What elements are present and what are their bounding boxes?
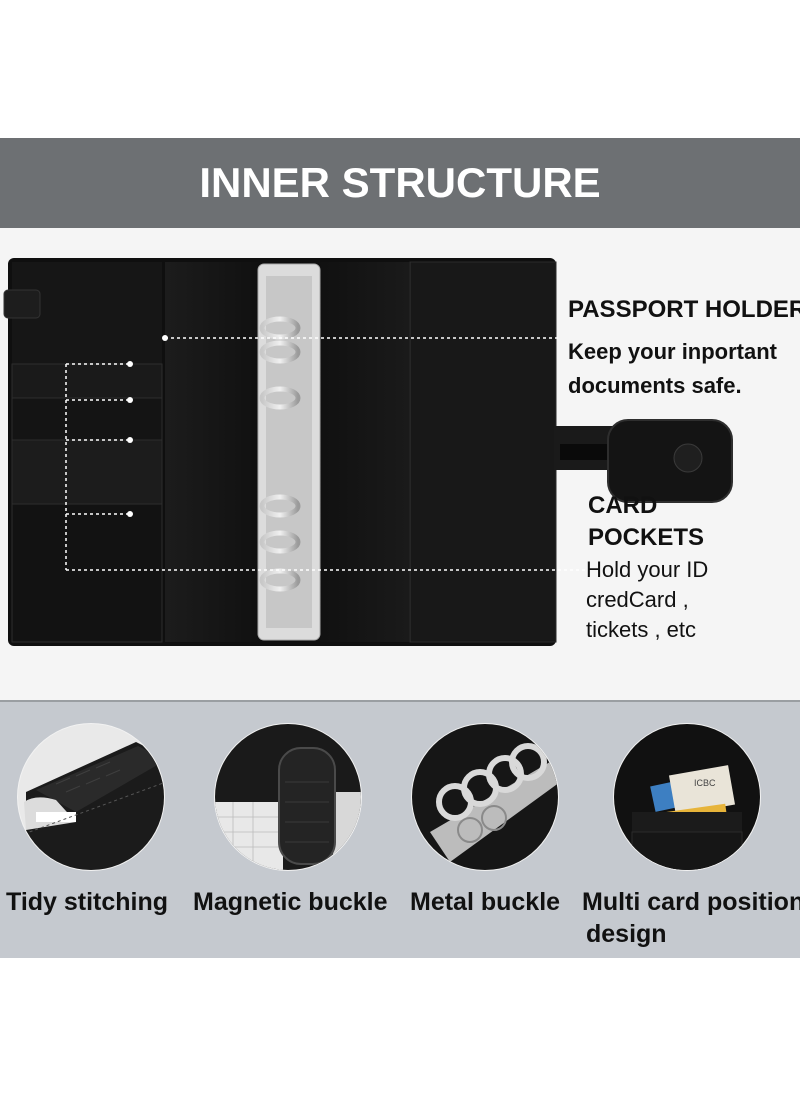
stitching-closeup-image — [17, 723, 165, 871]
feature-label-multi-card-line2: design — [586, 920, 667, 948]
feature-label-multi-card-line1: Multi card position — [582, 888, 800, 916]
feature-label-stitching: Tidy stitching — [6, 888, 169, 916]
metal-rings-closeup-image — [411, 723, 559, 871]
card-pockets-title-line2: POCKETS — [588, 524, 705, 551]
header-banner: INNER STRUCTURE — [0, 138, 800, 228]
page-title: INNER STRUCTURE — [199, 159, 601, 206]
passport-holder-title: PASSPORT HOLDER — [568, 296, 800, 323]
feature-label-metal-buckle: Metal buckle — [410, 888, 561, 916]
card-pockets-desc-line2: credCard , — [586, 587, 689, 612]
section-divider — [0, 700, 800, 702]
svg-text:ICBC: ICBC — [694, 778, 716, 788]
feature-label-magnetic-buckle: Magnetic buckle — [193, 888, 388, 916]
card-slots-closeup-image: ICBC — [613, 723, 761, 871]
callout-lines — [65, 335, 586, 571]
magnetic-buckle-closeup-image — [214, 723, 362, 871]
card-pockets-desc-line1: Hold your ID — [586, 557, 709, 582]
binder-open-image — [3, 258, 557, 646]
card-pockets-title-line1: CARD — [588, 492, 658, 519]
passport-holder-desc-line2: documents safe. — [568, 373, 742, 398]
passport-holder-desc-line1: Keep your inportant — [568, 339, 778, 364]
closure-tab-image — [554, 419, 733, 503]
card-pockets-desc-line3: tickets , etc — [586, 617, 697, 642]
